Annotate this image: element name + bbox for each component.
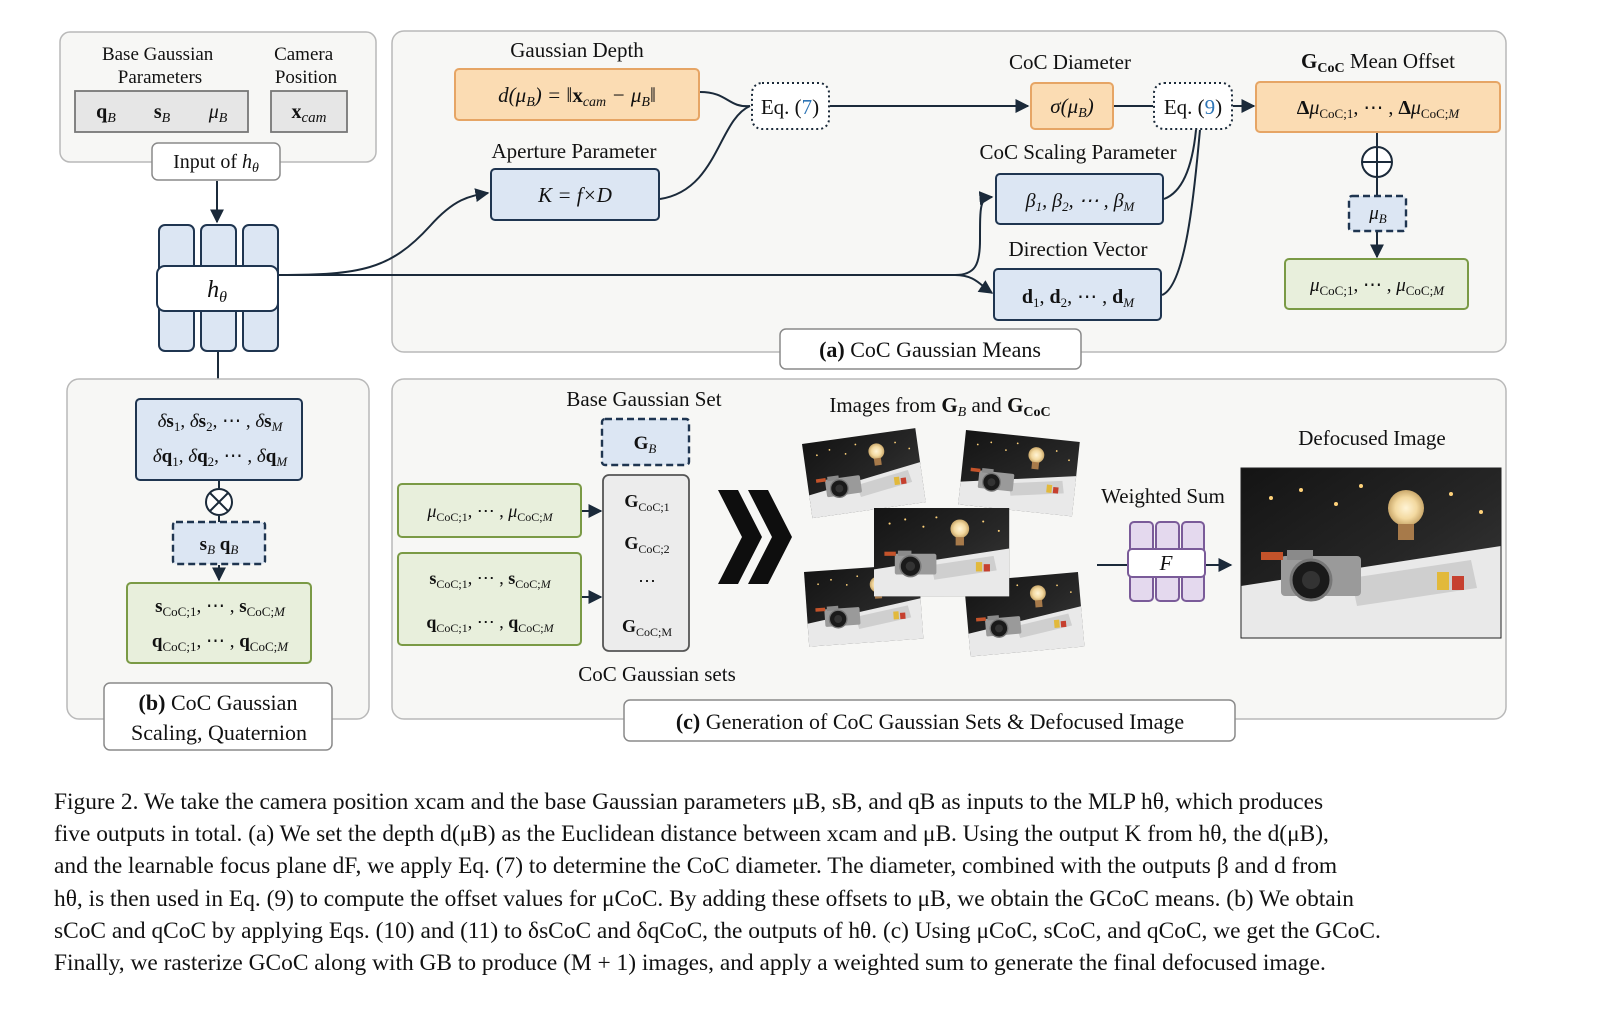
g-coc-dots: ⋯ xyxy=(638,571,656,591)
figure-caption: Figure 2. We take the camera position xc… xyxy=(54,786,1516,979)
weighted-sum-symbol: F xyxy=(1159,551,1173,575)
eq-9-link[interactable]: 9 xyxy=(1205,95,1216,119)
caption-line-4: hθ, is then used in Eq. (9) to compute t… xyxy=(54,885,1354,912)
rendered-image-top-left xyxy=(801,427,927,519)
panel-a-tag: (a) CoC Gaussian Means xyxy=(819,337,1041,362)
caption-line-2: five outputs in total. (a) We set the de… xyxy=(54,821,1329,848)
aperture-formula: K = f×D xyxy=(537,183,612,207)
gaussian-depth-formula: d(μB) = ‖xcam − μB‖ xyxy=(498,83,656,110)
panel-c: Base Gaussian Set GB μCoC;1, ⋯ , μCoC;M … xyxy=(391,378,1507,742)
panel-b: δs1, δs2, ⋯ , δsM δq1, δq2, ⋯ , δqM sB q… xyxy=(66,378,370,751)
coc-q-list: qCoC;1, ⋯ , qCoC;M xyxy=(152,631,289,654)
panel-b-tag-line2: Scaling, Quaternion xyxy=(131,720,307,745)
q-list-box: qCoC;1, ⋯ , qCoC;M xyxy=(426,612,554,635)
mean-offset-title: GCoC Mean Offset xyxy=(1301,49,1455,76)
coc-sets-label: CoC Gaussian sets xyxy=(578,662,736,686)
arrow-mlp-to-direction xyxy=(954,274,994,294)
panel-c-tag: (c) Generation of CoC Gaussian Sets & De… xyxy=(676,709,1184,734)
caption-line-5: sCoC and qCoC by applying Eqs. (10) and … xyxy=(54,917,1381,944)
direction-title: Direction Vector xyxy=(1009,237,1148,261)
coc-diameter-title: CoC Diameter xyxy=(1009,50,1131,74)
input-box: Base Gaussian Parameters Camera Position… xyxy=(59,31,377,181)
images-title: Images from GB and GCoC xyxy=(829,393,1050,420)
defocused-image xyxy=(1239,466,1503,640)
eq-9-node: Eq. (9) xyxy=(1164,95,1222,119)
scaling-formula: β1, β2, ⋯ , βM xyxy=(1025,190,1136,214)
delta-q-list: δq1, δq2, ⋯ , δqM xyxy=(153,446,289,469)
caption-line-3: and the learnable focus plane dF, we app… xyxy=(54,853,1338,880)
input-tag: Input of hθ xyxy=(173,151,259,176)
coc-means-box: μCoC;1, ⋯ , μCoC;M xyxy=(1309,275,1445,298)
rendered-image-top-right xyxy=(957,429,1081,518)
q-b-symbol: qB xyxy=(96,101,116,126)
g-coc-2: GCoC;2 xyxy=(624,533,669,556)
coc-diameter-formula: σ(μB) xyxy=(1050,94,1093,121)
g-b-box: GB xyxy=(634,433,657,456)
x-cam-symbol: xcam xyxy=(292,101,327,126)
arrow-mlp-to-aperture xyxy=(278,188,490,276)
g-coc-1: GCoC;1 xyxy=(624,491,669,514)
base-gaussian-parameters-label: Base Gaussian Parameters xyxy=(102,44,218,88)
link-aperture-to-eq7 xyxy=(659,105,751,200)
rendered-image-center xyxy=(873,507,1010,598)
base-sq-box: sB qB xyxy=(200,534,239,557)
mu-list-box: μCoC;1, ⋯ , μCoC;M xyxy=(426,501,553,524)
chevron-arrow-icon xyxy=(718,490,792,584)
g-coc-m: GCoC;M xyxy=(622,616,672,639)
link-direction-to-eq9 xyxy=(1161,129,1201,296)
gaussian-depth-title: Gaussian Depth xyxy=(510,38,644,62)
camera-position-label: Camera Position xyxy=(274,44,338,88)
direction-formula: d1, d2, ⋯ , dM xyxy=(1022,286,1135,310)
link-depth-to-eq7 xyxy=(699,91,751,108)
aperture-title: Aperture Parameter xyxy=(492,139,657,163)
base-set-title: Base Gaussian Set xyxy=(566,387,721,411)
eq-7-node: Eq. (7) xyxy=(761,95,819,119)
weighted-sum-title: Weighted Sum xyxy=(1101,484,1225,508)
weighted-sum-block: F xyxy=(1127,521,1206,602)
defocused-title: Defocused Image xyxy=(1298,426,1446,450)
caption-line-1: Figure 2. We take the camera position xc… xyxy=(54,789,1324,815)
s-b-symbol: sB xyxy=(154,101,171,126)
mean-offset-formula: ΔμCoC;1, ⋯ , ΔμCoC;M xyxy=(1297,97,1461,121)
panel-a: Gaussian Depth d(μB) = ‖xcam − μB‖ Apert… xyxy=(391,30,1507,370)
link-scaling-to-eq9 xyxy=(1163,129,1197,200)
s-list-box: sCoC;1, ⋯ , sCoC;M xyxy=(429,568,551,591)
eq-7-link[interactable]: 7 xyxy=(802,95,813,119)
caption-line-6: Finally, we rasterize GCoC along with GB… xyxy=(54,950,1326,977)
panel-b-tag-line1: (b) CoC Gaussian xyxy=(139,690,298,715)
mlp-block: hθ xyxy=(156,224,279,352)
delta-s-list: δs1, δs2, ⋯ , δsM xyxy=(158,411,284,434)
coc-s-list: sCoC;1, ⋯ , sCoC;M xyxy=(155,596,286,619)
scaling-title: CoC Scaling Parameter xyxy=(979,140,1176,164)
arrow-mlp-to-scaling xyxy=(279,191,994,276)
